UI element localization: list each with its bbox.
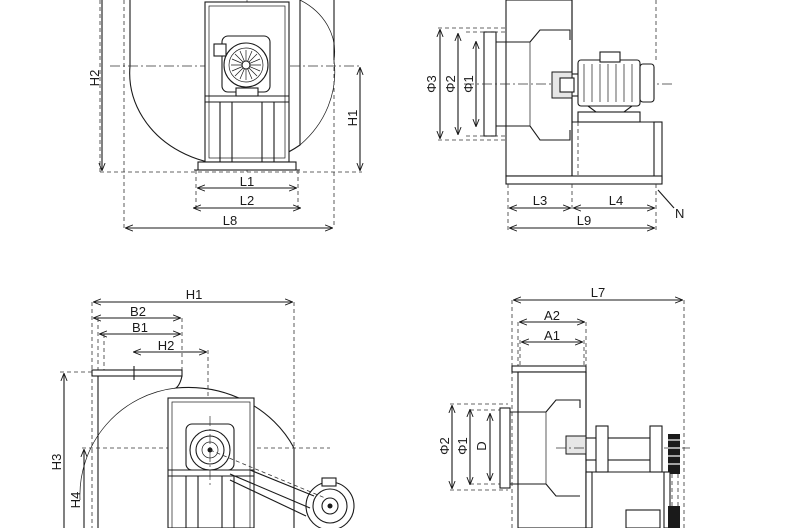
side-view-top: Φ3 Φ2 Φ1 L3 L4 L9 N xyxy=(424,0,684,232)
dim-phi1-bottom-label: Φ1 xyxy=(455,437,470,455)
dim-l1-label: L1 xyxy=(240,174,254,189)
dim-phi1-label: Φ1 xyxy=(461,75,476,93)
side-view-bottom: L7 A2 A1 Φ2 Φ1 D xyxy=(437,285,690,528)
dim-h1-label: H1 xyxy=(345,110,360,127)
dim-b1-label: B1 xyxy=(132,320,148,335)
dim-l9-label: L9 xyxy=(577,213,591,228)
dim-n-label: N xyxy=(675,206,684,221)
dim-l7-label: L7 xyxy=(591,285,605,300)
dim-h1-bottom-label: H1 xyxy=(186,287,203,302)
dim-h2-bottom-label: H2 xyxy=(158,338,175,353)
dim-l2-label: L2 xyxy=(240,193,254,208)
dim-a2-label: A2 xyxy=(544,308,560,323)
dim-h3-label: H3 xyxy=(49,454,64,471)
dim-l3-label: L3 xyxy=(533,193,547,208)
dim-h4-label: H4 xyxy=(68,492,83,509)
front-view-top: H2 H1 L1 L2 L8 xyxy=(87,0,362,228)
dim-a1-label: A1 xyxy=(544,328,560,343)
dim-d-label: D xyxy=(474,441,489,450)
dim-l8-label: L8 xyxy=(223,213,237,228)
dim-l4-label: L4 xyxy=(609,193,623,208)
dim-phi2-bottom-label: Φ2 xyxy=(437,437,452,455)
front-view-bottom: H1 B2 B1 H2 H3 H4 xyxy=(49,287,355,528)
dim-b2-label: B2 xyxy=(130,304,146,319)
dim-h2-label: H2 xyxy=(87,70,102,87)
dim-phi2-label: Φ2 xyxy=(443,75,458,93)
dim-phi3-label: Φ3 xyxy=(424,75,439,93)
